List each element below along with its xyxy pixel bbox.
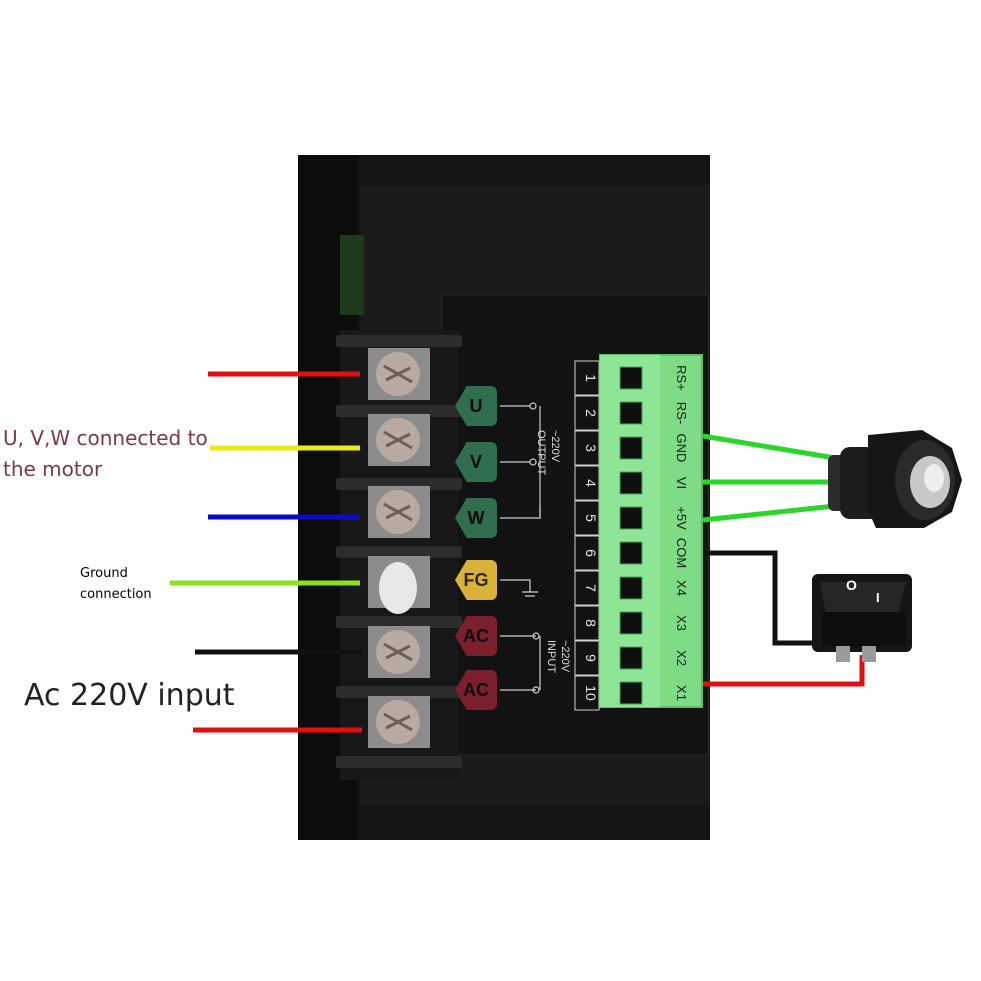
- signal-terminal-slot: [619, 366, 643, 390]
- potentiometer-knob: [828, 430, 962, 528]
- terminal-number: 3: [583, 444, 599, 452]
- ac-input-annotation: Ac 220V input: [24, 678, 235, 713]
- ground-annotation-line1: Ground: [80, 566, 128, 581]
- signal-terminal-label: VI: [674, 477, 689, 489]
- signal-terminal-label: RS-: [674, 402, 689, 424]
- signal-terminal-slot: [619, 436, 643, 460]
- terminal-separator: [336, 478, 462, 490]
- signal-terminal-slot: [619, 611, 643, 635]
- signal-terminal-label: RS+: [674, 365, 689, 391]
- terminal-separator: [336, 616, 462, 628]
- input-label: INPUT: [545, 640, 557, 673]
- terminal-number: 7: [583, 584, 599, 592]
- terminal-separator: [336, 335, 462, 347]
- ground-annotation-line2: connection: [80, 587, 152, 602]
- uvw-annotation-line2: the motor: [3, 457, 103, 481]
- input-voltage-label: ~220V: [559, 640, 571, 673]
- terminal-number: 8: [583, 619, 599, 627]
- terminal-number: 5: [583, 514, 599, 522]
- terminal-number: 1: [583, 374, 599, 382]
- signal-terminal-label: X3: [674, 615, 689, 631]
- terminal-badge-ac: AC: [455, 616, 497, 656]
- terminal-number: 10: [583, 685, 599, 701]
- wire-com: [703, 550, 835, 646]
- signal-terminal-slot: [619, 471, 643, 495]
- uvw-annotation-line1: U, V,W connected to: [3, 426, 208, 450]
- wire-5v: [702, 503, 836, 523]
- signal-terminal-slot: [619, 681, 643, 705]
- signal-terminal-slot: [619, 576, 643, 600]
- terminal-number: 6: [583, 549, 599, 557]
- signal-terminal-label: X1: [674, 685, 689, 701]
- terminal-number: 2: [583, 409, 599, 417]
- switch-on-mark: I: [876, 590, 880, 605]
- terminal-screw: [368, 556, 430, 614]
- signal-terminal-label: GND: [674, 434, 689, 463]
- rocker-switch: O I: [812, 574, 912, 662]
- terminal-screw: [368, 626, 430, 678]
- terminal-separator: [336, 546, 462, 558]
- terminal-number: 9: [583, 654, 599, 662]
- wire-x1: [703, 655, 865, 687]
- terminal-separator: [336, 405, 462, 417]
- signal-terminal-label: +5V: [674, 506, 689, 530]
- signal-terminal-slot: [619, 541, 643, 565]
- signal-terminal-label: COM: [674, 538, 689, 568]
- terminal-separator: [336, 686, 462, 698]
- signal-terminal-slot: [619, 401, 643, 425]
- signal-terminal-slot: [619, 646, 643, 670]
- output-label: OUTPUT: [535, 430, 547, 476]
- signal-terminal-slot: [619, 506, 643, 530]
- terminal-screw: [368, 696, 430, 748]
- terminal-number: 4: [583, 479, 599, 487]
- terminal-separator: [336, 756, 462, 768]
- output-voltage-label: ~220V: [549, 430, 561, 463]
- signal-terminal-label: X2: [674, 650, 689, 666]
- wire-gnd: [702, 433, 836, 461]
- signal-terminal-label: X4: [674, 580, 689, 596]
- switch-off-mark: O: [846, 577, 857, 593]
- terminal-screw: [368, 486, 430, 538]
- terminal-screw: [368, 414, 430, 466]
- terminal-screw: [368, 348, 430, 400]
